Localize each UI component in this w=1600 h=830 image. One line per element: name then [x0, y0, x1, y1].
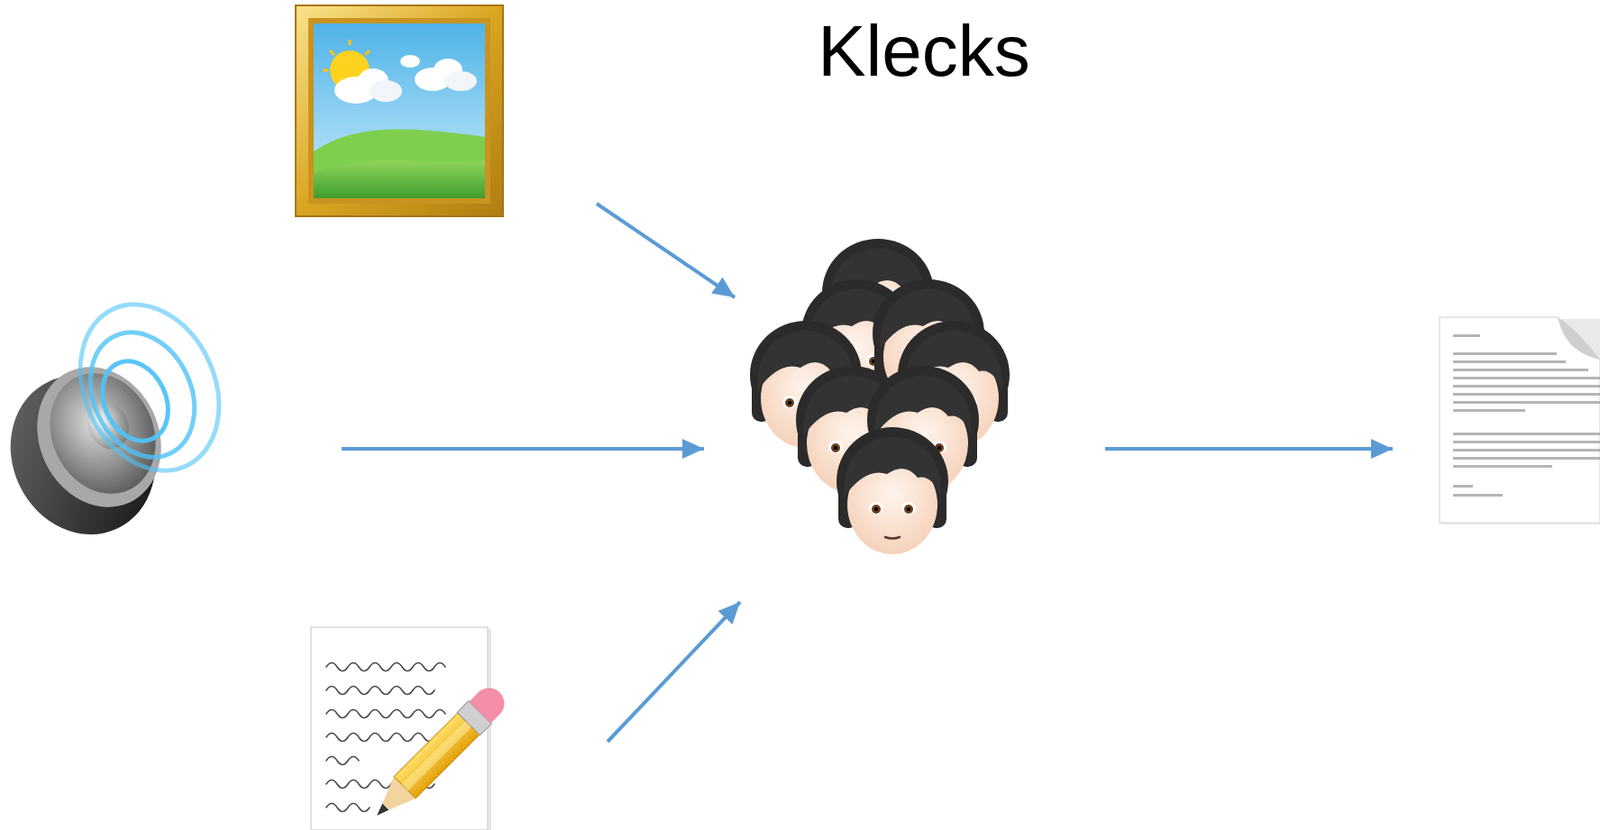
document-icon — [1453, 376, 1600, 380]
flow-arrow — [1105, 447, 1393, 451]
crowd-icon — [749, 238, 1010, 555]
document-icon — [1453, 352, 1557, 356]
note-icon — [326, 663, 446, 672]
speaker-icon — [14, 347, 183, 529]
speaker-icon — [54, 282, 246, 494]
crowd-node — [704, 297, 1106, 603]
picture-frame-icon — [365, 50, 370, 55]
document-icon — [1453, 368, 1589, 372]
picture-frame-icon — [295, 5, 503, 217]
note-icon — [393, 713, 480, 799]
flow-arrow — [596, 203, 735, 298]
document-icon — [1453, 432, 1600, 436]
document-icon — [1453, 334, 1600, 497]
document-icon — [1439, 317, 1600, 525]
picture-frame-icon — [313, 23, 485, 199]
speaker-icon — [0, 282, 246, 559]
picture-frame-icon — [369, 80, 403, 102]
document-icon — [1453, 448, 1600, 452]
note-icon — [310, 627, 512, 830]
picture-frame-icon — [444, 71, 477, 92]
text-input-node — [310, 627, 608, 830]
note-icon — [365, 681, 512, 828]
picture-frame-icon — [322, 69, 329, 73]
document-icon — [1453, 465, 1553, 468]
document-icon — [1439, 317, 1600, 523]
picture-frame-icon — [308, 18, 491, 204]
audio-input-node — [9, 321, 342, 531]
document-output-node — [1392, 316, 1600, 523]
note-icon — [326, 686, 435, 695]
speaker-icon — [54, 282, 246, 494]
note-icon — [326, 804, 370, 813]
picture-frame-icon — [295, 5, 503, 217]
document-icon — [1557, 317, 1600, 360]
flow-arrow — [341, 447, 704, 451]
flow-arrow — [607, 602, 741, 742]
document-icon — [1453, 484, 1473, 488]
note-icon — [326, 710, 446, 719]
image-input-node — [295, 5, 597, 217]
document-icon — [1453, 360, 1566, 364]
document-icon — [1453, 493, 1503, 497]
crowd-icon — [836, 427, 949, 555]
document-icon — [1453, 401, 1600, 404]
speaker-icon — [71, 315, 215, 475]
diagram-title: Klecks — [698, 8, 1150, 95]
document-icon — [1453, 334, 1481, 338]
picture-frame-icon — [329, 50, 335, 55]
picture-frame-icon — [348, 39, 352, 46]
note-icon — [326, 663, 446, 813]
note-icon — [469, 682, 512, 724]
document-icon — [1453, 384, 1600, 388]
note-icon — [326, 757, 359, 766]
document-icon — [1453, 393, 1600, 396]
picture-frame-icon — [313, 160, 485, 199]
picture-frame-icon — [313, 129, 485, 199]
note-icon — [310, 627, 488, 830]
note-icon — [326, 733, 446, 742]
document-icon — [1453, 440, 1600, 444]
document-icon — [1453, 409, 1526, 412]
note-icon — [402, 721, 473, 792]
document-icon — [1453, 457, 1600, 460]
picture-frame-icon — [400, 54, 421, 68]
